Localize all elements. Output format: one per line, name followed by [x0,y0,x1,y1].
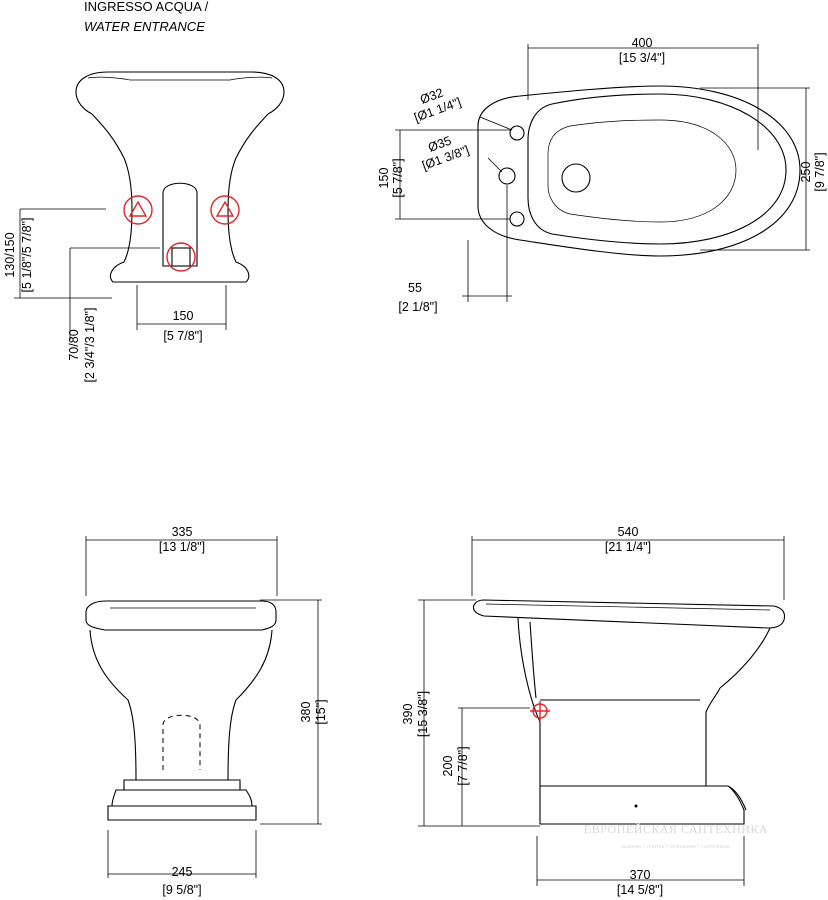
top-offset-label: 55 [408,281,422,295]
rear-width-label: 150 [173,309,194,323]
top-offset-inch-label: [2 1/8"] [398,300,437,314]
top-depth-inch-label: [9 7/8"] [813,152,827,191]
header-line1: INGRESSO ACQUA / [84,0,209,14]
water-inlet-left-icon [123,195,153,225]
top-spacing-inch-label: [5 7/8"] [391,158,405,197]
side-top-inch-label: [21 1/4"] [605,540,651,554]
rear-low-inch-label: [2 3/4"/3 1/8"] [83,308,97,383]
top-view [395,44,810,302]
watermark-brand: ЕВРОПЕЙСКАЯ САНТЕХНИКА [584,822,768,836]
water-inlet-right-icon [210,195,240,225]
side-inlet-label: 200 [441,756,455,777]
side-height-label: 390 [401,704,415,725]
rear-width-inch-label: [5 7/8"] [163,329,202,343]
front-base-inch-label: [9 5/8"] [162,883,201,897]
rear-height-inch-label: [5 1/8"/5 7/8"] [20,218,34,293]
watermark-tagline: камины • плитка • отопление • сантехника [622,844,730,850]
drain-icon [166,242,196,272]
side-top-label: 540 [618,525,639,539]
rear-low-label: 70/80 [67,329,81,360]
side-base-inch-label: [14 5/8"] [617,883,663,897]
front-top-label: 335 [172,525,193,539]
rear-height-label: 130/150 [3,232,17,277]
top-width-inch-label: [15 3/4"] [619,51,665,65]
front-view [85,536,322,878]
water-inlet-side-icon [530,701,550,721]
top-width-label: 400 [632,36,653,50]
top-spacing-label: 150 [377,168,391,189]
front-height-label: 380 [299,702,313,723]
side-height-inch-label: [15 3/8"] [416,691,430,737]
drain-hole-icon [561,163,591,193]
side-view [418,536,786,886]
side-inlet-inch-label: [7 7/8"] [456,746,470,785]
front-top-inch-label: [13 1/8"] [159,540,205,554]
front-height-inch-label: [15"] [314,699,328,724]
rear-view [14,71,285,340]
side-base-label: 370 [630,868,651,882]
front-base-label: 245 [172,865,193,879]
header-line2: WATER ENTRANCE [84,19,205,34]
top-depth-label: 250 [799,162,813,183]
